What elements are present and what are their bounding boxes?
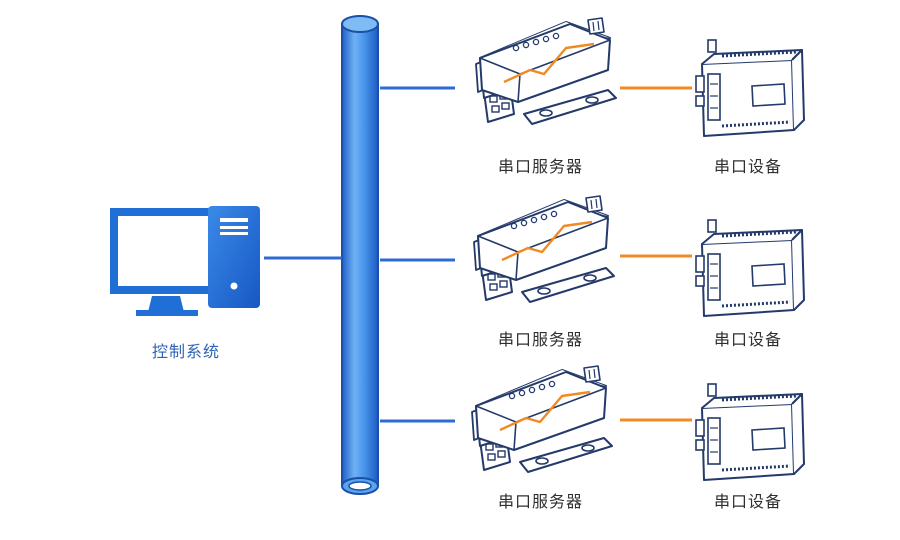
desktop-computer-icon bbox=[110, 206, 260, 316]
serial-server-icon-3 bbox=[470, 364, 614, 474]
serial-device-label-3: 串口设备 bbox=[714, 492, 783, 511]
serial-server-label-3: 串口服务器 bbox=[498, 492, 584, 511]
serial-server-icon-2 bbox=[472, 194, 616, 304]
serial-server-label-1: 串口服务器 bbox=[498, 157, 584, 176]
serial-server-label-2: 串口服务器 bbox=[498, 330, 584, 349]
serial-device-label-1: 串口设备 bbox=[714, 157, 783, 176]
serial-device-icon-3 bbox=[694, 382, 806, 482]
network-bus-pipe bbox=[341, 15, 379, 495]
serial-device-icon-1 bbox=[694, 38, 806, 138]
serial-server-icon-1 bbox=[474, 16, 618, 126]
control-system-label: 控制系统 bbox=[152, 342, 221, 361]
serial-device-label-2: 串口设备 bbox=[714, 330, 783, 349]
serial-device-icon-2 bbox=[694, 218, 806, 318]
